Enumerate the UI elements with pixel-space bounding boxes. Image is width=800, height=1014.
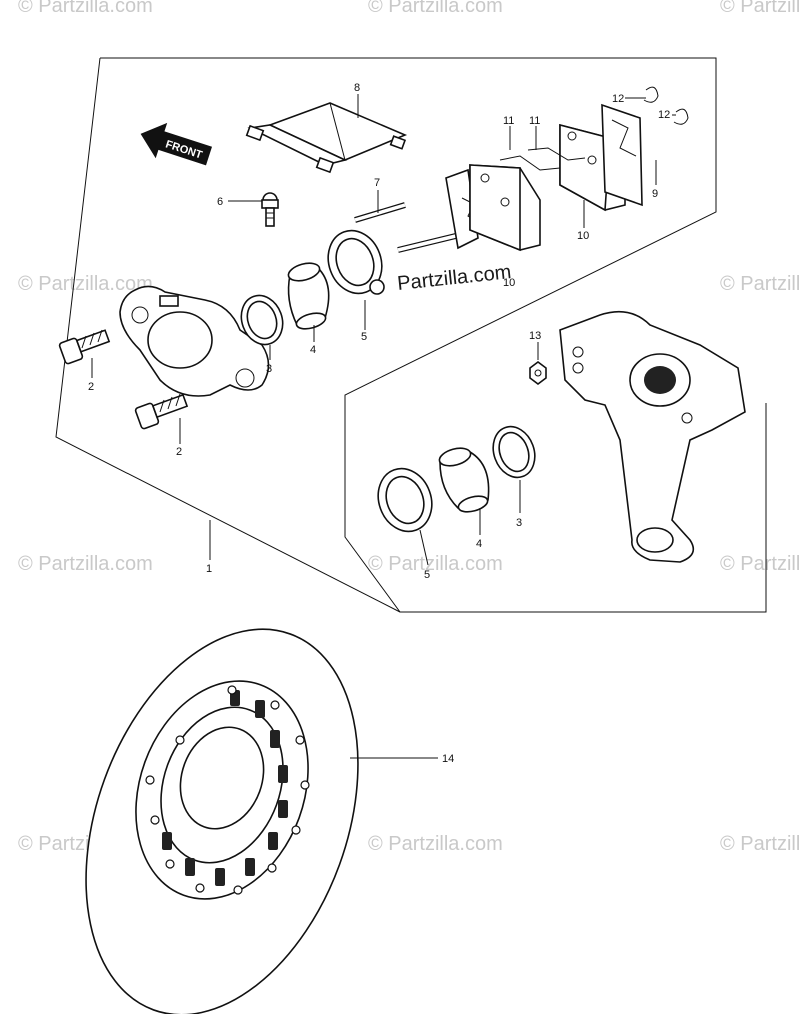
callout-7: 7 — [374, 177, 380, 189]
callout-12-b: 12 — [658, 109, 670, 121]
disc-vents — [162, 690, 288, 886]
nut — [529, 361, 547, 385]
piston-seal-lower — [492, 425, 536, 479]
callout-6: 6 — [217, 196, 223, 208]
callout-10-inner: 10 — [503, 277, 515, 289]
callout-4-upper: 4 — [310, 344, 316, 356]
piston-seal-upper — [240, 294, 284, 346]
callout-4-lower: 4 — [476, 538, 482, 550]
callout-11-a: 11 — [503, 115, 514, 127]
callout-9: 9 — [652, 188, 658, 200]
piston-upper — [287, 262, 330, 330]
piston-lower — [438, 447, 490, 513]
bolt-lower — [134, 393, 189, 430]
callout-numbers: 8 6 7 2 2 3 4 5 12 12 9 10 10 11 11 13 3… — [88, 82, 670, 765]
callout-5-lower: 5 — [424, 569, 430, 581]
callout-11-b: 11 — [529, 115, 540, 127]
bleeder-valve — [261, 192, 279, 227]
callout-5-upper: 5 — [361, 331, 367, 343]
assembly-outline-left — [55, 57, 401, 613]
watermark: © Partzilla.com — [368, 0, 503, 17]
caliper-bracket — [559, 310, 746, 563]
watermark: © Partzilla.com — [368, 833, 503, 855]
pad-springs — [499, 147, 586, 171]
disc-bolt-holes — [145, 685, 310, 895]
watermarks: © Partzilla.com © Partzilla.com © Partzi… — [18, 0, 800, 855]
callout-2-upper: 2 — [88, 381, 94, 393]
center-watermark: Partzilla.com — [396, 261, 512, 295]
dust-boot-lower — [377, 467, 433, 533]
callout-10-outer: 10 — [577, 230, 589, 242]
watermark: © Partzilla.com — [720, 553, 800, 575]
r-clips — [643, 86, 689, 125]
callout-3-upper: 3 — [266, 363, 272, 375]
watermark: © Partzilla.com — [18, 0, 153, 17]
dust-boot-upper — [327, 229, 385, 295]
brake-pad-inner — [469, 164, 541, 252]
leader-lines — [91, 94, 676, 759]
watermark: © Partzilla.com — [368, 553, 503, 575]
assembly-outline — [100, 57, 767, 613]
callout-3-lower: 3 — [516, 517, 522, 529]
callout-14: 14 — [442, 753, 454, 765]
callout-12-a: 12 — [612, 93, 624, 105]
pad-plate — [601, 103, 643, 207]
pad-spring-plate — [245, 102, 408, 174]
callout-1: 1 — [206, 563, 212, 575]
front-arrow: FRONT — [140, 122, 213, 166]
callout-8: 8 — [354, 82, 360, 94]
watermark: © Partzilla.com — [720, 273, 800, 295]
watermark: © Partzilla.com — [720, 833, 800, 855]
watermark: © Partzilla.com — [18, 553, 153, 575]
watermark: © Partzilla.com — [18, 273, 153, 295]
bolt-upper — [58, 329, 111, 365]
callout-13: 13 — [529, 330, 541, 342]
caliper-half-left — [119, 285, 270, 397]
brake-disc — [85, 628, 359, 1014]
callout-2-lower: 2 — [176, 446, 182, 458]
watermark: © Partzilla.com — [720, 0, 800, 17]
